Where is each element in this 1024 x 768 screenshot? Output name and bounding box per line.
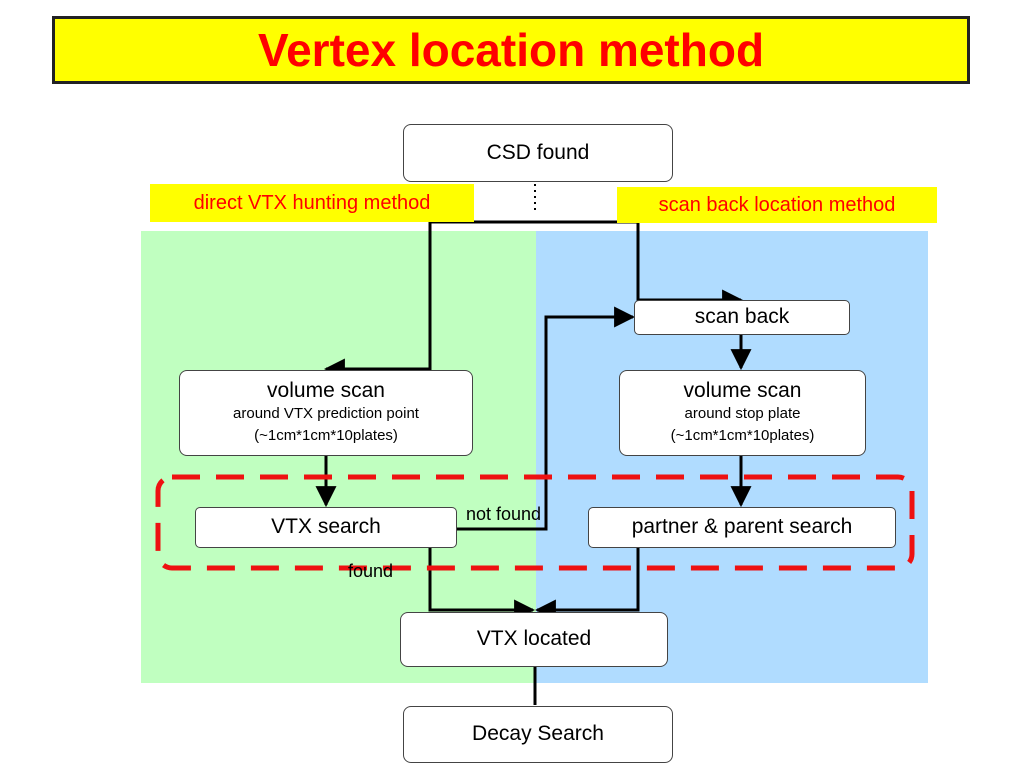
arrow-partner-to-vtx-located bbox=[534, 548, 640, 621]
csd-found-label: CSD found bbox=[486, 140, 590, 164]
page-title: Vertex location method bbox=[257, 24, 765, 76]
partner-parent-search-label: partner & parent search bbox=[631, 515, 853, 539]
volume-scan-right-node: volume scan around stop plate (~1cm*1cm*… bbox=[619, 370, 866, 456]
scan-back-label: scan back bbox=[694, 305, 790, 329]
arrow-found-to-vtx-located bbox=[428, 548, 536, 621]
scan-back-method-label: scan back location method bbox=[617, 187, 937, 223]
vtx-located-label: VTX located bbox=[476, 627, 592, 651]
scan-back-node: scan back bbox=[634, 300, 850, 335]
volume-scan-right-line1: around stop plate bbox=[684, 405, 801, 423]
csd-found-node: CSD found bbox=[403, 124, 673, 182]
volume-scan-left-line2: (~1cm*1cm*10plates) bbox=[254, 427, 398, 445]
not-found-label: not found bbox=[466, 504, 542, 524]
partner-parent-search-node: partner & parent search bbox=[588, 507, 896, 548]
decay-search-label: Decay Search bbox=[472, 722, 604, 746]
volume-scan-left-title: volume scan bbox=[267, 379, 385, 403]
vtx-search-node: VTX search bbox=[195, 507, 457, 548]
volume-scan-left-line1: around VTX prediction point bbox=[233, 405, 419, 423]
title-banner: Vertex location method bbox=[52, 16, 970, 84]
arrow-not-found-loop bbox=[457, 306, 636, 531]
decay-search-node: Decay Search bbox=[403, 706, 673, 763]
search-highlight-region bbox=[155, 474, 915, 571]
arrow-to-volume-scan-left bbox=[323, 222, 432, 380]
volume-scan-left-node: volume scan around VTX prediction point … bbox=[179, 370, 473, 456]
direct-method-label: direct VTX hunting method bbox=[150, 184, 474, 222]
arrow-to-scan-back bbox=[636, 222, 744, 311]
volume-scan-right-title: volume scan bbox=[683, 379, 802, 403]
vtx-search-label: VTX search bbox=[271, 515, 381, 539]
volume-scan-right-line2: (~1cm*1cm*10plates) bbox=[670, 427, 815, 445]
direct-method-panel bbox=[141, 231, 536, 683]
vtx-located-node: VTX located bbox=[400, 612, 668, 667]
found-label: found bbox=[348, 561, 394, 581]
